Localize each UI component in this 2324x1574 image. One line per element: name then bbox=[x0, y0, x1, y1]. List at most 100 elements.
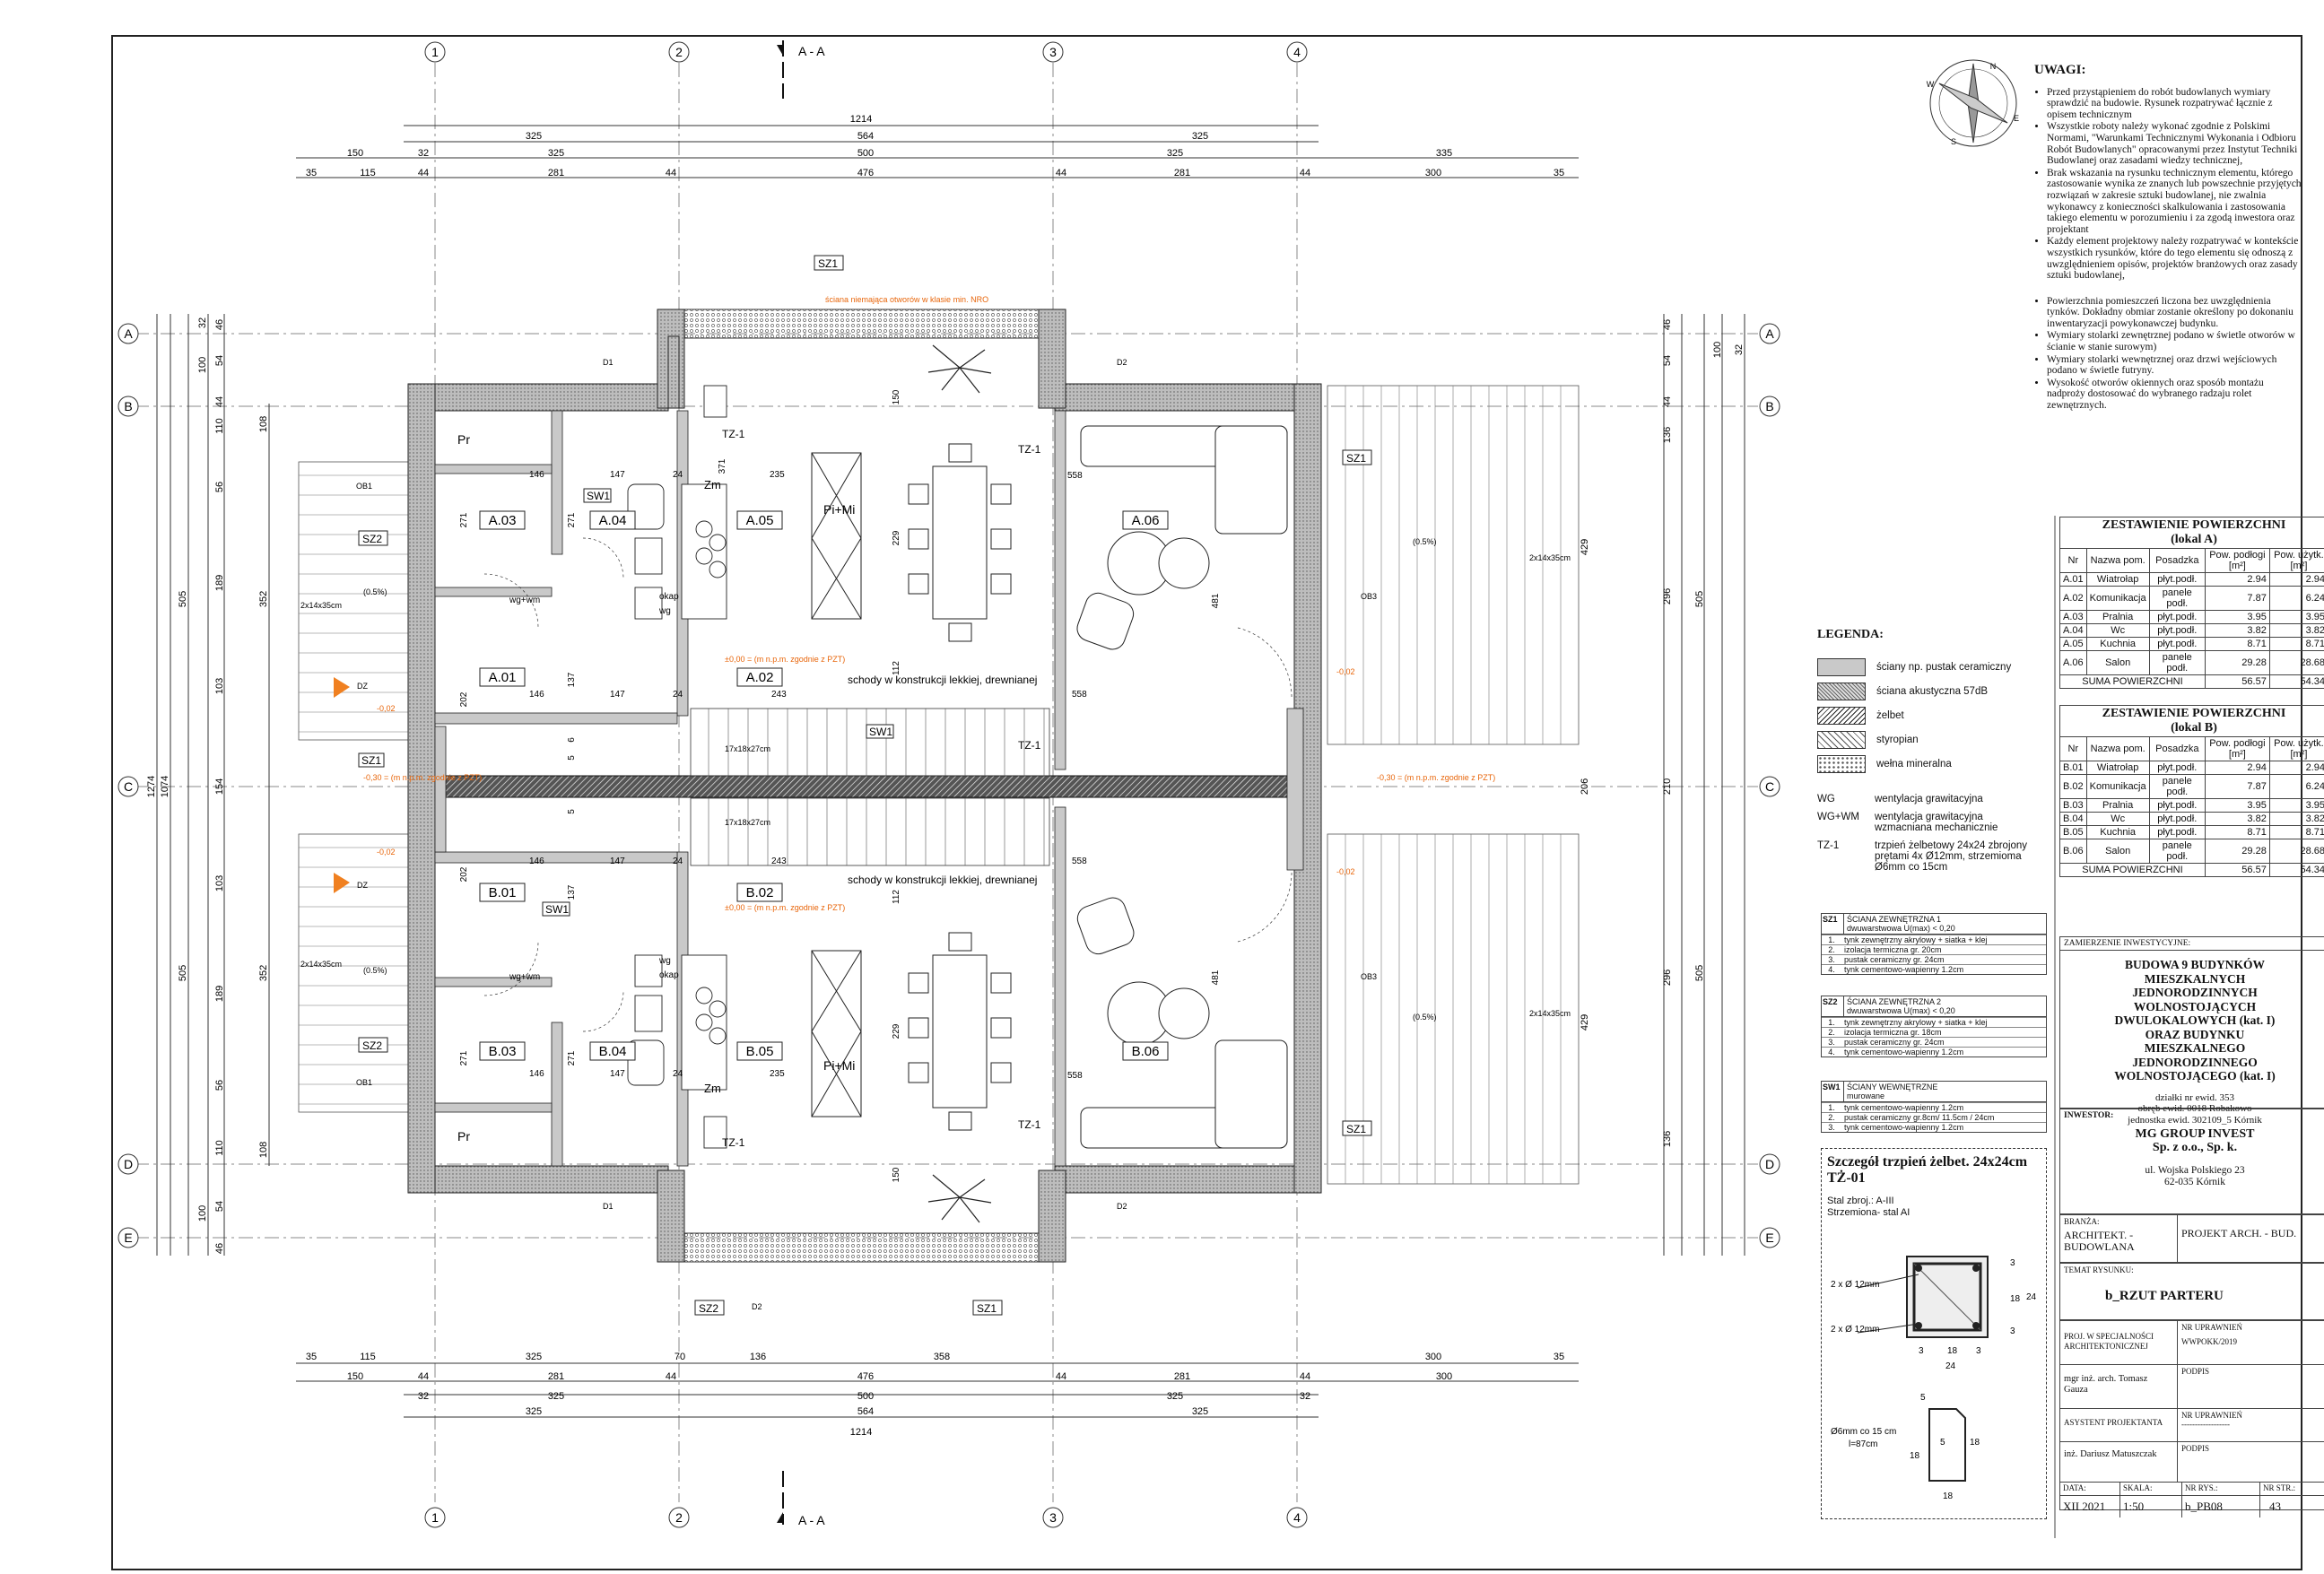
svg-text:429: 429 bbox=[1580, 1014, 1590, 1030]
svg-text:35: 35 bbox=[1554, 1352, 1564, 1362]
svg-text:D1: D1 bbox=[603, 1202, 614, 1211]
grid-bubbles: 1 2 3 4 1 2 3 4 A B C D E A B C D E bbox=[118, 41, 1780, 1528]
svg-text:147: 147 bbox=[610, 470, 625, 480]
svg-text:189: 189 bbox=[214, 575, 225, 591]
svg-text:18: 18 bbox=[1947, 1346, 1958, 1356]
project-line: BUDOWA 9 BUDYNKÓW bbox=[2124, 958, 2265, 971]
svg-text:150: 150 bbox=[892, 389, 901, 404]
svg-text:136: 136 bbox=[1662, 1131, 1673, 1147]
plant-icons bbox=[927, 344, 992, 1223]
svg-text:100: 100 bbox=[197, 357, 208, 373]
table-cell: Kuchnia bbox=[2085, 637, 2150, 651]
svg-text:108: 108 bbox=[258, 416, 269, 432]
svg-text:4: 4 bbox=[1293, 1510, 1301, 1525]
table-cell: 29.28 bbox=[2204, 839, 2270, 864]
svg-text:271: 271 bbox=[459, 1050, 469, 1065]
terrace-tiles bbox=[299, 386, 1562, 1184]
svg-text:1274: 1274 bbox=[146, 776, 157, 797]
grid-row-b: B bbox=[124, 399, 132, 413]
svg-text:56: 56 bbox=[214, 482, 225, 492]
table-cell: płyt.podł. bbox=[2148, 812, 2206, 826]
svg-text:Zm: Zm bbox=[704, 1082, 721, 1095]
svg-text:D2: D2 bbox=[1117, 358, 1127, 367]
table-cell: A.05 bbox=[2059, 637, 2087, 651]
svg-text:150: 150 bbox=[347, 148, 363, 159]
svg-text:325: 325 bbox=[1192, 131, 1208, 142]
svg-text:146: 146 bbox=[529, 857, 544, 866]
table-cell: płyt.podł. bbox=[2148, 623, 2206, 638]
svg-text:281: 281 bbox=[548, 168, 564, 178]
svg-text:wg+wm: wg+wm bbox=[509, 596, 540, 605]
table-cell: A.04 bbox=[2059, 623, 2087, 638]
svg-text:32: 32 bbox=[418, 148, 429, 159]
svg-text:296: 296 bbox=[1662, 970, 1673, 986]
svg-text:±0,00 = (m n.p.m. zgodnie z P: ±0,00 = (m n.p.m. zgodnie z PZT) bbox=[725, 903, 845, 912]
svg-text:3: 3 bbox=[1919, 1346, 1924, 1356]
svg-text:E: E bbox=[2014, 114, 2019, 123]
svg-text:235: 235 bbox=[770, 470, 785, 480]
svg-text:147: 147 bbox=[610, 857, 625, 866]
location-line: działki nr ewid. 353 bbox=[2155, 1091, 2234, 1103]
detail-code: TŻ-01 bbox=[1827, 1170, 1866, 1186]
table-cell: 3.82 bbox=[2268, 812, 2324, 826]
svg-text:44: 44 bbox=[418, 168, 429, 178]
title-block-project: ZAMIERZENIE INWESTYCYJNE: BUDOWA 9 BUDYN… bbox=[2059, 936, 2324, 1126]
svg-text:DZ: DZ bbox=[357, 682, 368, 691]
area-table-header: Posadzka bbox=[2148, 736, 2206, 761]
detail-title: Szczegół trzpień żelbet. 24x24cm bbox=[1827, 1154, 2028, 1170]
area-table-header: Nazwa pom. bbox=[2085, 736, 2150, 761]
svg-text:3: 3 bbox=[1049, 1510, 1057, 1525]
svg-text:17x18x27cm: 17x18x27cm bbox=[725, 744, 770, 753]
svg-text:Ø6mm co 15 cm: Ø6mm co 15 cm bbox=[1831, 1427, 1896, 1437]
svg-text:2 x Ø 12mm: 2 x Ø 12mm bbox=[1831, 1280, 1879, 1290]
svg-text:wg: wg bbox=[658, 606, 671, 616]
svg-text:-0,30 = (m n.p.m. zgodnie z P: -0,30 = (m n.p.m. zgodnie z PZT) bbox=[1377, 773, 1495, 782]
entry-arrows bbox=[334, 677, 350, 893]
svg-text:Pr: Pr bbox=[457, 432, 470, 447]
svg-text:44: 44 bbox=[666, 1371, 676, 1382]
svg-text:2x14x35cm: 2x14x35cm bbox=[1529, 1009, 1571, 1018]
svg-text:24: 24 bbox=[673, 690, 683, 700]
table-cell: B.01 bbox=[2059, 761, 2087, 775]
svg-text:18: 18 bbox=[1910, 1451, 1920, 1461]
room-b01: B.01 bbox=[489, 885, 517, 900]
fixtures bbox=[627, 385, 727, 1149]
svg-text:TZ-1: TZ-1 bbox=[1018, 1118, 1041, 1131]
table-cell: panele podł. bbox=[2148, 774, 2206, 799]
svg-text:schody w konstrukcji lekkiej,: schody w konstrukcji lekkiej, drewnianej bbox=[848, 874, 1037, 886]
svg-text:146: 146 bbox=[529, 470, 544, 480]
grid-row-c: C bbox=[124, 779, 133, 794]
svg-text:DZ: DZ bbox=[357, 881, 368, 890]
table-cell: 3.95 bbox=[2268, 610, 2324, 624]
table-cell: 2.94 bbox=[2268, 572, 2324, 587]
table-cell: Komunikacja bbox=[2085, 774, 2150, 799]
svg-text:136: 136 bbox=[1662, 427, 1673, 443]
table-cell: 28.68 bbox=[2268, 839, 2324, 864]
svg-text:D: D bbox=[1765, 1157, 1774, 1171]
room-a01: A.01 bbox=[489, 670, 517, 685]
table-cell: B.02 bbox=[2059, 774, 2087, 799]
table-cell: płyt.podł. bbox=[2148, 798, 2206, 813]
svg-text:18: 18 bbox=[1943, 1491, 1954, 1501]
svg-text:1: 1 bbox=[431, 1510, 439, 1525]
room-a04: A.04 bbox=[599, 513, 627, 528]
svg-text:500: 500 bbox=[857, 148, 874, 159]
table-cell: A.03 bbox=[2059, 610, 2087, 624]
area-table-header: Pow. podłogi [m²] bbox=[2204, 548, 2270, 573]
room-b05: B.05 bbox=[746, 1044, 774, 1059]
table-cell: płyt.podł. bbox=[2148, 637, 2206, 651]
svg-text:558: 558 bbox=[1072, 690, 1087, 700]
table-cell: panele podł. bbox=[2148, 839, 2206, 864]
project-line: MIESZKALNYCH bbox=[2144, 971, 2246, 986]
svg-text:189: 189 bbox=[214, 986, 225, 1002]
svg-text:OB3: OB3 bbox=[1361, 592, 1377, 601]
note-item: Każdy element projektowy należy rozpatry… bbox=[2047, 236, 2303, 281]
kitchen-islands bbox=[811, 452, 862, 1117]
svg-text:137: 137 bbox=[567, 884, 577, 900]
svg-text:32: 32 bbox=[197, 317, 208, 328]
